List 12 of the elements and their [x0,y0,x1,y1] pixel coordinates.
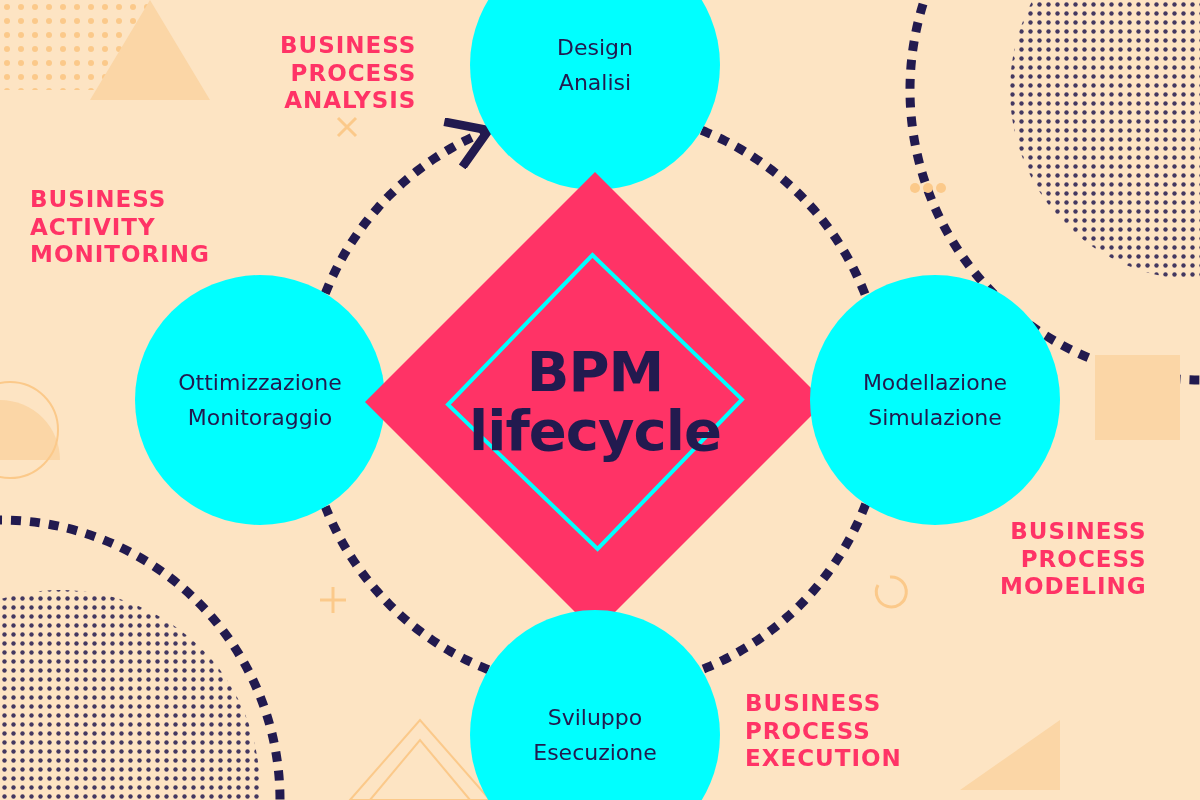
phase-caption: BUSINESS ACTIVITY MONITORING [30,186,210,269]
phase-caption: BUSINESS PROCESS ANALYSIS [280,32,417,115]
phase-caption: BUSINESS PROCESS MODELING [1000,518,1147,601]
dashed-arrow [321,117,493,296]
stage-label: Modellazione Simulazione [862,368,1008,432]
stage-label: Ottimizzazione Monitoraggio [178,368,342,432]
dashed-arc [699,502,870,674]
phase-caption: BUSINESS PROCESS EXECUTION [745,690,902,773]
dashed-arc [699,126,870,298]
stage-label: Design Analisi [557,33,633,97]
dashed-arc [321,504,491,674]
stage-label: Sviluppo Esecuzione [533,703,657,767]
